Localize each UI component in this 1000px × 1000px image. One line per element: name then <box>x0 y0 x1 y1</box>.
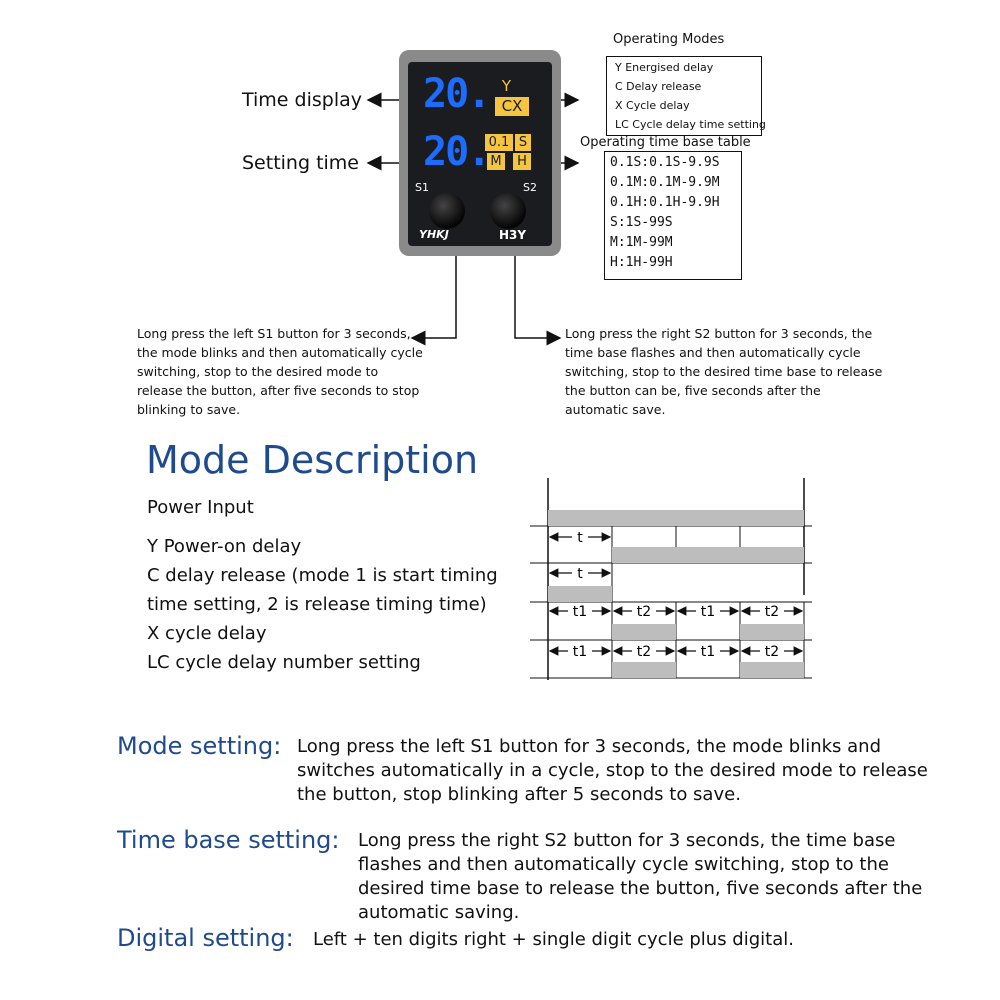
digital-setting-text: Left + ten digits right + single digit c… <box>313 929 794 950</box>
lc-t2-label: t2 <box>637 644 651 660</box>
x-t2-label: t2 <box>637 604 651 620</box>
time-base-setting-heading: Time base setting: <box>117 826 340 854</box>
time-base-item: 0.1S:0.1S-9.9S <box>610 155 720 170</box>
mode-item: LC Cycle delay time setting <box>615 118 766 131</box>
connector-arrows <box>366 92 580 346</box>
operating-modes-box: Y Energised delay C Delay release X Cycl… <box>606 56 766 136</box>
lc-t1-label: t1 <box>573 644 587 660</box>
mode-indicator-cx: CX <box>495 97 529 116</box>
time-base-title: Operating time base table <box>580 135 751 150</box>
timebase-indicator-m: M <box>487 153 505 170</box>
mode-line-lc: LC cycle delay number setting <box>147 652 421 673</box>
s1-instruction: Long press the left S1 button for 3 seco… <box>137 326 423 417</box>
mode-setting-heading: Mode setting: <box>117 732 282 760</box>
x-t1-label: t1 <box>573 604 587 620</box>
mode-item: X Cycle delay <box>615 99 690 112</box>
s2-label: S2 <box>523 181 537 194</box>
mode-item: Y Energised delay <box>615 61 714 74</box>
s2-connector <box>514 255 562 346</box>
x-output-bar <box>612 624 676 640</box>
mode-line-y: Y Power-on delay <box>147 536 302 557</box>
lc-output-bar <box>740 662 804 678</box>
s2-instruction: Long press the right S2 button for 3 sec… <box>565 326 883 417</box>
x-t2-label: t2 <box>765 604 779 620</box>
s1-label: S1 <box>415 181 429 194</box>
time-base-item: 0.1H:0.1H-9.9H <box>610 195 720 210</box>
mode-setting-text: Long press the left S1 button for 3 seco… <box>297 736 928 805</box>
time-display-digits: 20. <box>423 71 491 117</box>
lc-t2-label: t2 <box>765 644 779 660</box>
timer-device: 20. Y CX 20. 0.1 S M H S1 S2 YHKJ H3Y <box>399 50 561 256</box>
y-t-label: t <box>577 530 583 546</box>
setting-time-label: Setting time <box>242 152 359 174</box>
time-display-label: Time display <box>242 89 363 111</box>
time-base-item: M:1M-99M <box>610 235 673 250</box>
operating-modes-title: Operating Modes <box>613 32 725 47</box>
setting-time-digits: 20. <box>423 129 491 175</box>
mode-item: C Delay release <box>615 80 702 93</box>
mode-line-power-input: Power Input <box>147 497 254 518</box>
mode-indicator-y: Y <box>501 77 512 95</box>
s1-button[interactable] <box>429 193 465 229</box>
time-base-item: H:1H-99H <box>610 255 673 270</box>
lc-output-bar <box>612 662 676 678</box>
c-t-label: t <box>577 566 583 582</box>
mode-line-x: X cycle delay <box>147 623 267 644</box>
power-input-bar <box>548 510 804 526</box>
s2-button[interactable] <box>490 193 526 229</box>
timebase-indicator-h: H <box>513 153 531 170</box>
digital-setting-heading: Digital setting: <box>117 924 294 952</box>
timebase-indicator-01: 0.1 <box>485 134 513 151</box>
brand-logo: YHKJ <box>419 228 449 241</box>
x-t1-label: t1 <box>701 604 715 620</box>
time-base-box: 0.1S:0.1S-9.9S 0.1M:0.1M-9.9M 0.1H:0.1H-… <box>604 151 742 280</box>
time-base-setting-text: Long press the right S2 button for 3 sec… <box>358 830 923 923</box>
time-base-item: S:1S-99S <box>610 215 673 230</box>
x-output-bar <box>740 624 804 640</box>
mode-description-title: Mode Description <box>146 438 479 482</box>
time-base-item: 0.1M:0.1M-9.9M <box>610 175 720 190</box>
y-output-bar <box>612 547 804 563</box>
timebase-indicator-s: S <box>515 134 531 151</box>
mode-line-c: C delay release (mode 1 is start timing <box>147 565 498 586</box>
s1-connector <box>410 255 457 346</box>
model-label: H3Y <box>499 228 527 242</box>
timing-diagram: t t t1 t2 t1 t2 t1 t2 t1 t2 <box>530 478 812 680</box>
c-output-bar <box>548 586 612 602</box>
lc-t1-label: t1 <box>701 644 715 660</box>
mode-line-c-cont: time setting, 2 is release timing time) <box>147 594 487 615</box>
